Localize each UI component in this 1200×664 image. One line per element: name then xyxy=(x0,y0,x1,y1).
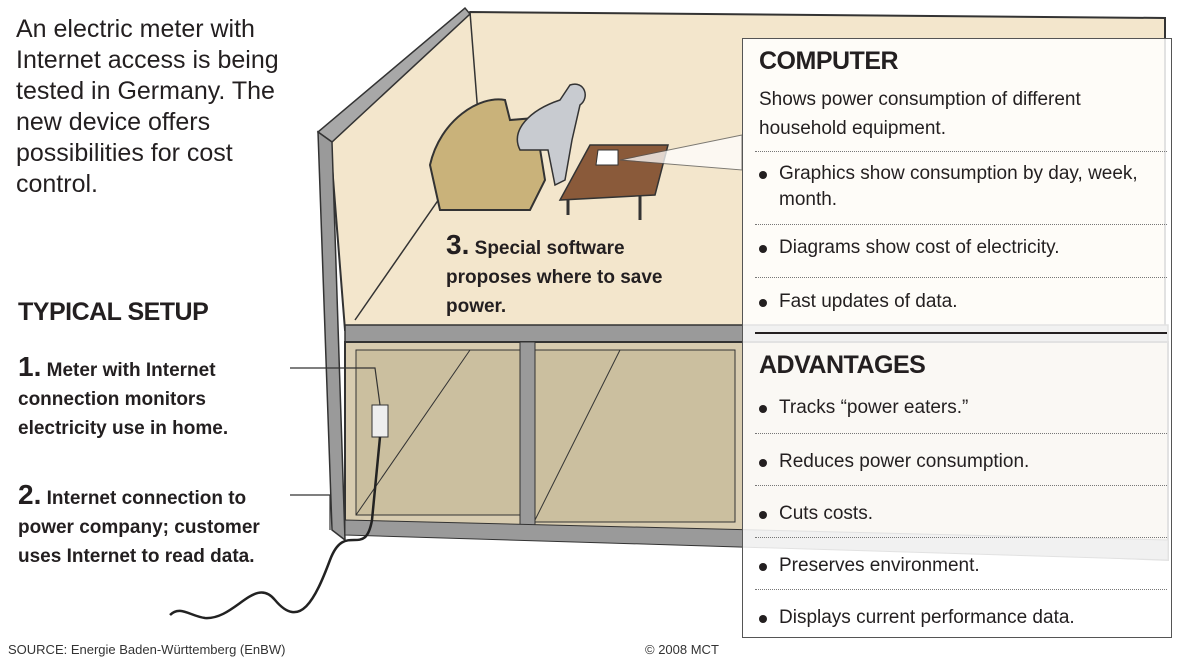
step-3-text: Special software proposes where to save … xyxy=(446,238,663,317)
info-panel: COMPUTER Shows power consumption of diff… xyxy=(742,38,1172,638)
step-1: 1. Meter with Internet connection monito… xyxy=(18,352,293,443)
laptop xyxy=(595,149,619,166)
step-1-text: Meter with Internet connection monitors … xyxy=(18,360,229,439)
person xyxy=(516,83,586,187)
step-3: 3. Special software proposes where to sa… xyxy=(446,230,691,321)
electric-meter xyxy=(371,404,389,438)
advantages-heading: ADVANTAGES xyxy=(759,351,926,379)
computer-item: Diagrams show cost of electricity. xyxy=(757,235,1161,261)
computer-heading: COMPUTER xyxy=(759,47,899,75)
copyright: © 2008 MCT xyxy=(645,642,719,657)
step-2-text: Internet connection to power company; cu… xyxy=(18,488,260,567)
advantage-item: Tracks “power eaters.” xyxy=(757,395,1161,421)
step-3-number: 3. xyxy=(446,229,470,260)
advantage-item: Preserves environment. xyxy=(757,553,1161,579)
section-divider xyxy=(755,332,1167,334)
cable xyxy=(169,436,382,620)
sofa xyxy=(428,98,547,211)
advantage-item: Cuts costs. xyxy=(757,501,1161,527)
advantage-item: Displays current performance data. xyxy=(757,605,1161,631)
computer-item: Fast updates of data. xyxy=(757,289,1161,315)
step-2-number: 2. xyxy=(18,479,42,510)
computer-item: Graphics show consumption by day, week, … xyxy=(757,161,1161,213)
advantage-item: Reduces power consumption. xyxy=(757,449,1161,475)
step-1-number: 1. xyxy=(18,351,42,382)
computer-description: Shows power consumption of different hou… xyxy=(759,89,1081,139)
intro-text: An electric meter with Internet access i… xyxy=(16,15,279,198)
source-credit: SOURCE: Energie Baden-Württemberg (EnBW) xyxy=(8,642,286,657)
typical-setup-heading: TYPICAL SETUP xyxy=(18,298,209,326)
step-2: 2. Internet connection to power company;… xyxy=(18,480,303,571)
